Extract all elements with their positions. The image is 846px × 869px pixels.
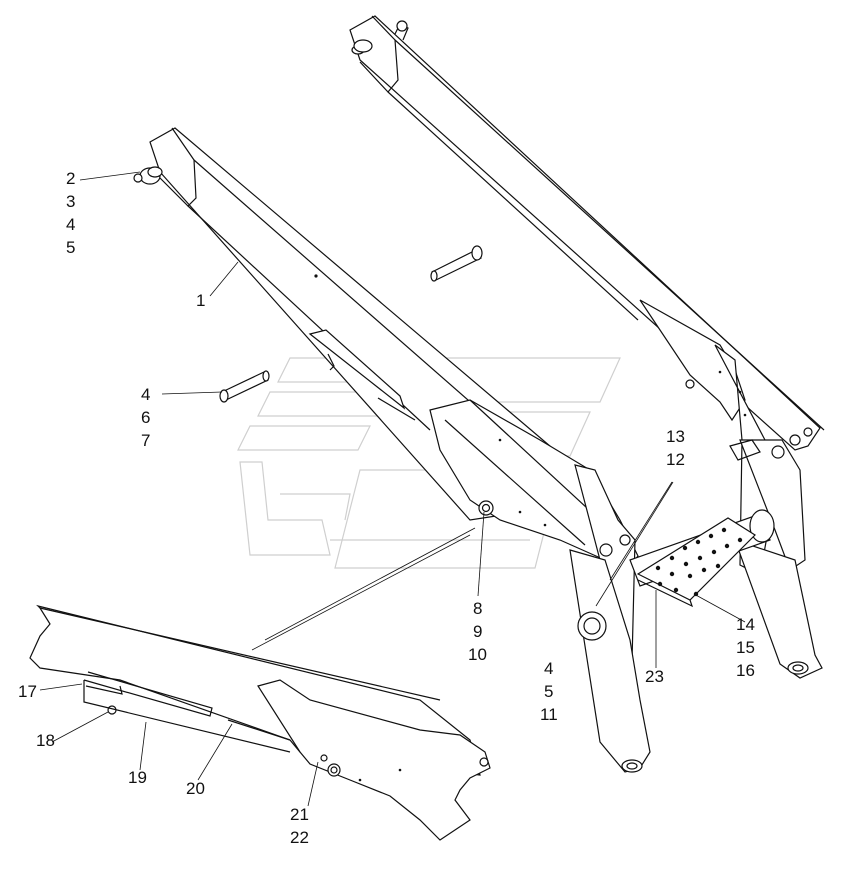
callout-4-5-11: 4 5 11 bbox=[540, 659, 558, 724]
watermark-logo bbox=[237, 357, 621, 569]
callout-14-15-16: 14 15 16 bbox=[736, 615, 760, 680]
callout-2-3-4-5: 2 3 4 5 bbox=[66, 169, 80, 257]
callout-17: 17 bbox=[18, 682, 37, 701]
leader-lines bbox=[39, 171, 746, 807]
callout-13-12: 13 12 bbox=[666, 427, 690, 469]
detail-connector bbox=[251, 527, 476, 651]
callout-19: 19 bbox=[128, 768, 147, 787]
callout-1: 1 bbox=[196, 291, 205, 310]
pin-4-6-7 bbox=[219, 370, 270, 403]
detail-view-arm-end bbox=[29, 604, 491, 841]
callout-8-9-10: 8 9 10 bbox=[468, 599, 487, 664]
cross-tube-step bbox=[629, 509, 775, 608]
callout-21-22: 21 22 bbox=[290, 805, 314, 847]
callout-23: 23 bbox=[645, 667, 664, 686]
callout-18: 18 bbox=[36, 731, 55, 750]
loose-pin bbox=[430, 245, 483, 282]
callout-20: 20 bbox=[186, 779, 205, 798]
front-loader-arm bbox=[133, 127, 651, 773]
rear-loader-arm bbox=[349, 15, 825, 679]
callout-4-6-7: 4 6 7 bbox=[141, 385, 155, 450]
